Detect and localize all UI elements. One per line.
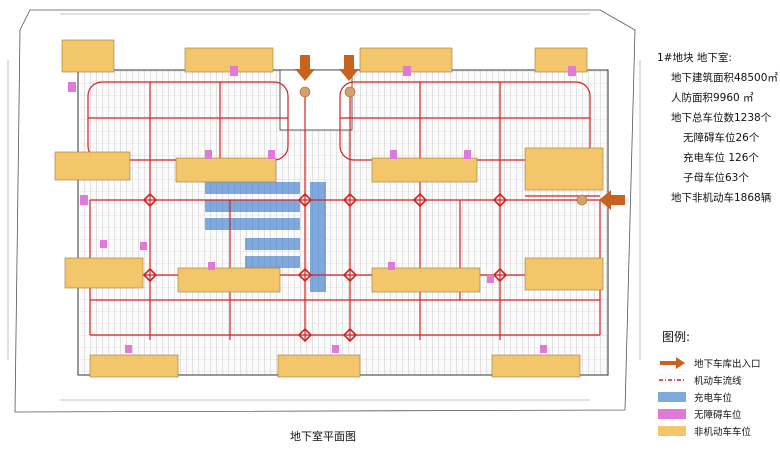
bicycle-space-swatch xyxy=(658,425,686,436)
stat-civil-defense-area: 人防面积9960 ㎡ xyxy=(671,92,754,104)
stat-charging-parking: 充电车位 126个 xyxy=(683,152,759,164)
stat-floor-area: 地下建筑面积48500㎡ xyxy=(671,72,778,84)
charging-space-swatch xyxy=(658,391,686,402)
legend-title: 图例: xyxy=(662,330,691,344)
basement-floor-plan xyxy=(7,9,641,413)
legend-label: 无障碍车位 xyxy=(694,409,742,421)
bicycle-parking-cores xyxy=(54,39,604,378)
legend-item-charging: 充电车位 xyxy=(658,388,761,405)
entrance-arrow-icon xyxy=(660,356,685,369)
stat-total-parking: 地下总车位数1238个 xyxy=(671,112,772,124)
legend: 地下车库出入口 机动车流线 充电车位 无障碍车位 非机动车车位 xyxy=(658,354,761,439)
basement-stats: 1#地块 地下室: 地下建筑面积48500㎡ 人防面积9960 ㎡ 地下总车位数… xyxy=(657,48,778,208)
legend-label: 地下车库出入口 xyxy=(694,358,761,370)
garage-entrance-arrows xyxy=(295,55,625,210)
legend-label: 非机动车车位 xyxy=(694,426,752,438)
legend-label: 机动车流线 xyxy=(694,375,742,387)
stat-tandem-parking: 子母车位63个 xyxy=(683,172,749,184)
charging-space-zone xyxy=(205,182,326,292)
legend-item-bicycle: 非机动车车位 xyxy=(658,422,761,439)
legend-item-entrance: 地下车库出入口 xyxy=(658,354,761,371)
stat-title: 1#地块 地下室: xyxy=(657,52,732,64)
drawing-caption: 地下室平面图 xyxy=(290,430,356,443)
stat-accessible-parking: 无障碍车位26个 xyxy=(683,132,760,144)
accessible-space-swatch xyxy=(658,408,686,419)
legend-item-traffic-flow: 机动车流线 xyxy=(658,371,761,388)
legend-item-accessible: 无障碍车位 xyxy=(658,405,761,422)
stat-bicycle-parking: 地下非机动车1868辆 xyxy=(671,192,772,204)
accessible-space-marks xyxy=(68,66,576,353)
traffic-flow-line-icon xyxy=(659,378,685,381)
legend-label: 充电车位 xyxy=(694,392,733,404)
